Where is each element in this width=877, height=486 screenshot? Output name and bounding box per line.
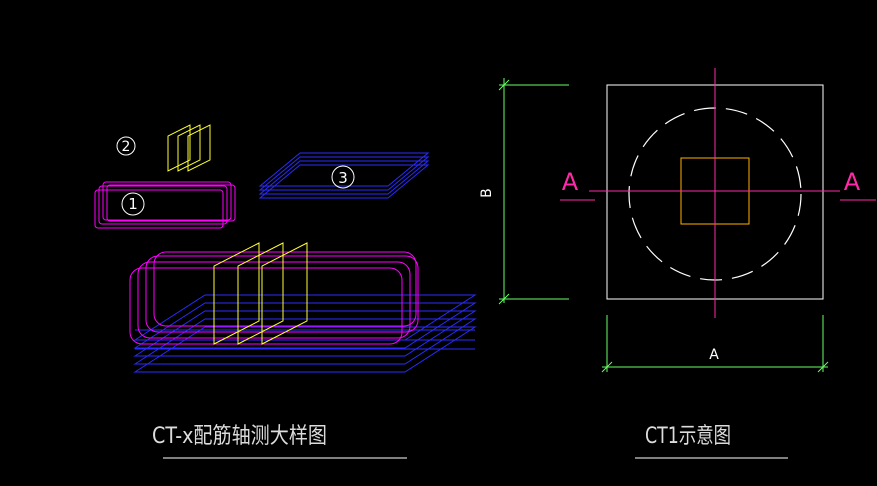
section-label-right: A [844, 168, 861, 196]
ct1-plan-detail: B A A A CT1示意 [479, 68, 876, 459]
rebar-1-magenta [94, 181, 236, 229]
section-mark-right: A [840, 168, 876, 201]
dimension-a [601, 315, 829, 373]
small-stirrup-yellow [167, 124, 211, 172]
assembled-cage [129, 242, 477, 373]
dimension-a-label: A [709, 347, 719, 363]
callout-3-label: 3 [338, 169, 348, 187]
callout-3: 3 [331, 165, 355, 189]
rebar-isometric-detail: 2 1 3 [94, 124, 477, 459]
callout-2-label: 2 [122, 139, 131, 155]
callout-2: 2 [116, 136, 136, 156]
dimension-b-label: B [479, 188, 495, 198]
section-label-left: A [562, 168, 579, 196]
callout-1-label: 1 [128, 195, 138, 213]
section-mark-left: A [560, 168, 595, 201]
assembled-blue-mesh [133, 294, 477, 373]
right-title-block: CT1示意图 [635, 424, 788, 459]
left-title-block: CT-x配筋轴测大样图 [152, 424, 407, 459]
centerlines [589, 68, 840, 318]
left-title: CT-x配筋轴测大样图 [152, 424, 327, 449]
right-title: CT1示意图 [645, 424, 731, 449]
dimension-b [498, 78, 569, 305]
rebar-3-blue [258, 152, 430, 199]
assembled-yellow-stirrups [213, 242, 308, 345]
callout-1: 1 [121, 192, 145, 216]
